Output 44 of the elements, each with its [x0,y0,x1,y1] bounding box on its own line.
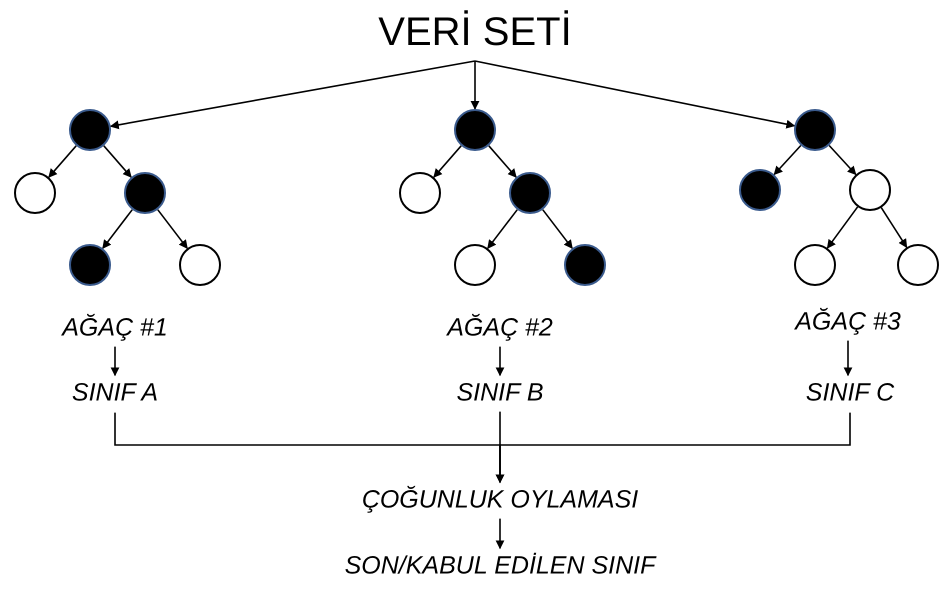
arrow [844,340,852,376]
filled-tree-node [454,109,496,151]
step-label: SON/KABUL EDİLEN SINIF [344,550,656,582]
arrow [496,518,504,550]
empty-tree-node [179,244,221,286]
empty-tree-node [399,172,441,214]
arrow [474,60,796,129]
arrow [470,61,480,110]
arrow [826,206,858,249]
filled-tree-node [564,244,606,286]
step-label: AĞAÇ #2 [447,312,553,344]
arrow [496,346,504,376]
step-label: SINIF A [72,377,158,409]
step-label: SINIF C [806,377,894,409]
step-label: ÇOĞUNLUK OYLAMASI [362,484,638,516]
arrow [102,209,133,250]
filled-tree-node [69,109,111,151]
filled-tree-node [124,172,166,214]
empty-tree-node [454,244,496,286]
dataset-label: VERİ SETİ [378,7,572,57]
arrow [103,145,132,178]
arrow [542,209,573,250]
empty-tree-node [849,169,891,211]
step-label: SINIF B [456,377,544,409]
step-label: AĞAÇ #3 [795,306,901,338]
filled-tree-node [69,244,111,286]
arrow [488,145,517,178]
arrow [496,412,851,484]
arrow [828,144,856,176]
arrow [433,145,462,178]
filled-tree-node [794,109,836,151]
empty-tree-node [897,244,939,286]
arrow [487,209,518,250]
arrow [110,346,120,376]
filled-tree-node [739,169,781,211]
arrow [774,144,802,176]
empty-tree-node [14,172,56,214]
filled-tree-node [509,172,551,214]
arrow [110,60,476,130]
empty-tree-node [794,244,836,286]
arrow [880,207,908,248]
arrow [157,209,188,250]
arrow [48,145,77,178]
step-label: AĞAÇ #1 [62,312,168,344]
